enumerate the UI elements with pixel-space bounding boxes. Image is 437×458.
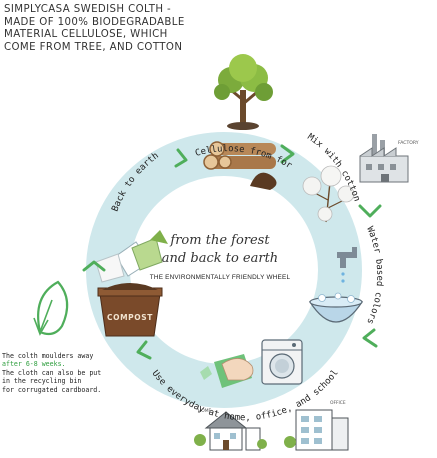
cotton-icon bbox=[302, 165, 355, 223]
center-line-1: from the forest bbox=[170, 233, 270, 248]
arrow-icon bbox=[358, 204, 382, 218]
center-line-2: and back to earth bbox=[161, 251, 279, 266]
arrow-icon bbox=[362, 328, 378, 348]
arrow-icon bbox=[174, 148, 188, 168]
washing-machine-icon bbox=[261, 339, 303, 385]
intro-line: SIMPLYCASA SWEDISH COLTH - bbox=[4, 4, 172, 15]
arrow-icon bbox=[136, 340, 152, 360]
intro-line: MATERIAL CELLULOSE, WHICH bbox=[4, 29, 168, 40]
note-line: The colth moulders away bbox=[2, 352, 94, 360]
note-highlight: after 6-8 weeks. bbox=[2, 360, 66, 369]
office-label: OFFICE bbox=[330, 400, 346, 406]
tree-icon bbox=[214, 54, 273, 130]
center-subtitle: THE ENVIRONMENTALLY FRIENDLY WHEEL bbox=[149, 274, 291, 281]
decomposition-note: The colth moulders away after 6-8 weeks.… bbox=[2, 352, 122, 394]
arrow-icon bbox=[280, 144, 295, 164]
wheel-center-title: from the forest and back to earth THE EN… bbox=[130, 232, 310, 281]
factory-label: FACTORY bbox=[398, 140, 419, 146]
compost-bin-icon: COMPOST bbox=[95, 230, 168, 337]
faucet-icon bbox=[337, 247, 357, 283]
factory-icon: FACTORY bbox=[359, 134, 419, 183]
arrow-icon bbox=[82, 260, 106, 272]
note-line: in the recycling bin bbox=[2, 377, 82, 386]
note-line: The cloth can also be put bbox=[2, 368, 102, 377]
hand-with-cloth-icon bbox=[200, 354, 254, 388]
intro-text: SIMPLYCASA SWEDISH COLTH - MADE OF 100% … bbox=[4, 4, 209, 54]
home-label: HOME bbox=[198, 408, 212, 414]
house-icon: HOME bbox=[194, 408, 267, 451]
log-pile-icon bbox=[203, 141, 277, 190]
compost-label: COMPOST bbox=[107, 313, 153, 322]
intro-line: MADE OF 100% BIODEGRADABLE bbox=[4, 16, 185, 28]
dye-bowl-icon bbox=[308, 292, 364, 323]
stage-label-water: Water based colors bbox=[364, 225, 384, 325]
note-line: for corrugated cardboard. bbox=[2, 385, 102, 394]
cycle-arrows bbox=[82, 144, 382, 360]
intro-line: COME FROM TREE, AND COTTON bbox=[4, 41, 183, 53]
office-building-icon: OFFICE bbox=[284, 400, 349, 451]
recycle-leaf-icon bbox=[33, 280, 69, 336]
